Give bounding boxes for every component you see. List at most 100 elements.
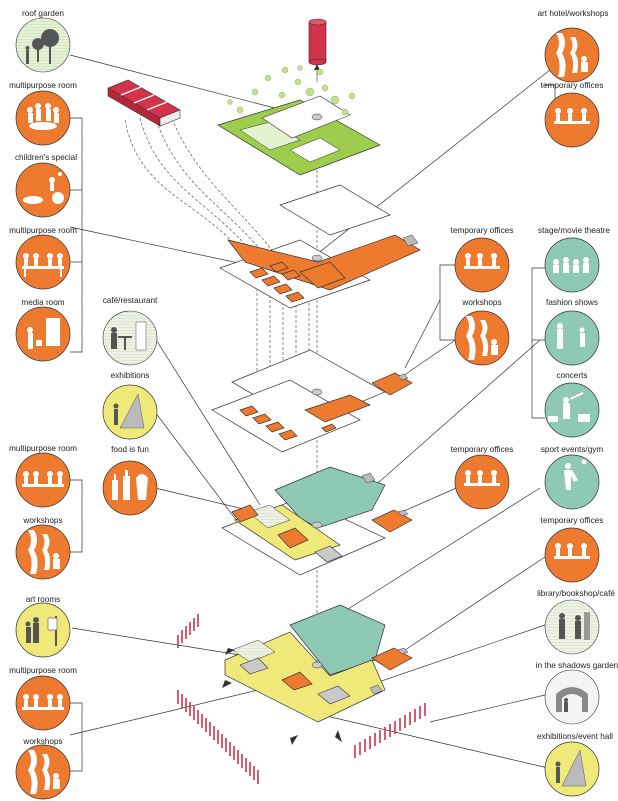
- library-bookshop-cafe-circle: [544, 599, 600, 655]
- exhibitions-event-hall-label: exhibitions/event hall: [537, 732, 613, 741]
- library-bookshop-cafe-item: library/bookshop/café: [537, 589, 615, 655]
- cafe-table-icon: [111, 321, 147, 351]
- mid-right-column: temporary offices workshops temporary of…: [451, 226, 514, 510]
- stage-movie-theatre-circle: [544, 237, 600, 293]
- media-room-label: media room: [21, 298, 64, 307]
- children-playing-icon: [23, 172, 64, 204]
- food-bottles-icon: [112, 470, 148, 500]
- temporary-offices-label: temporary offices: [451, 445, 514, 454]
- runway-model-icon: [557, 323, 585, 349]
- multipurpose-room-circle: [15, 452, 71, 508]
- cafe-restaurant-item: café/restaurant: [103, 296, 158, 366]
- childrens-special-circle: [15, 162, 71, 218]
- temporary-offices-label: temporary offices: [541, 516, 604, 525]
- multipurpose-room-item-3: multipurpose room: [9, 444, 77, 508]
- childrens-special-item: children's special: [15, 153, 77, 218]
- in-the-shadows-garden-label: in the shadows garden: [536, 661, 618, 670]
- temporary-offices-item-b: temporary offices: [451, 445, 514, 510]
- sport-events-gym-item: sport events/gym: [541, 445, 604, 510]
- container-modules: [107, 79, 181, 127]
- exhibition-wall-icon: [555, 749, 587, 787]
- fashion-shows-label: fashion shows: [546, 298, 598, 307]
- red-fences: [177, 614, 426, 784]
- workshops-circle: [15, 744, 71, 800]
- audience-icon: [553, 257, 589, 273]
- workshops-item-mid: workshops: [454, 298, 510, 366]
- multipurpose-room-circle: [15, 675, 71, 731]
- sport-events-gym-circle: [544, 454, 600, 510]
- multipurpose-room-label: multipurpose room: [9, 81, 77, 90]
- painter-icon: [25, 616, 58, 646]
- exploded-building-stack: [107, 18, 426, 784]
- concerts-label: concerts: [557, 371, 588, 380]
- art-rooms-label: art rooms: [26, 595, 61, 604]
- office-desk-icon: [554, 543, 590, 559]
- sport-events-gym-label: sport events/gym: [541, 445, 604, 454]
- media-room-circle: [15, 306, 71, 362]
- meeting-table-icon: [22, 471, 64, 487]
- office-desk-icon: [464, 470, 500, 486]
- temporary-offices-item-a: temporary offices: [451, 226, 514, 293]
- multipurpose-room-item-2: multipurpose room: [9, 226, 77, 290]
- multipurpose-room-label: multipurpose room: [9, 666, 77, 675]
- multipurpose-room-label: multipurpose room: [9, 444, 77, 453]
- ground-floor: [222, 604, 386, 745]
- right-column: art hotel/workshops temporary offices st…: [536, 9, 618, 797]
- stage-movie-theatre-item: stage/movie theatre: [538, 226, 610, 293]
- library-bookshop-cafe-label: library/bookshop/café: [537, 589, 615, 598]
- workshops-label: workshops: [461, 298, 501, 307]
- food-is-fun-item: food is fun: [102, 445, 158, 516]
- first-floor: [221, 466, 386, 576]
- workshops-item-1: workshops: [15, 516, 71, 580]
- temporary-offices-label: temporary offices: [451, 226, 514, 235]
- floating-pod-upper: [371, 372, 413, 396]
- workshop-figures-icon: [556, 33, 588, 77]
- art-hotel-workshops-label: art hotel/workshops: [538, 9, 609, 18]
- workshops-circle: [15, 524, 71, 580]
- center-column: café/restaurant exhibitions food is fun: [102, 296, 158, 516]
- tree-people-icon: [25, 29, 59, 64]
- multipurpose-room-label: multipurpose room: [9, 226, 77, 235]
- rooftop-chimney: [308, 18, 327, 82]
- exhibitions-event-hall-item: exhibitions/event hall: [537, 732, 613, 797]
- temporary-offices-label: temporary offices: [541, 81, 604, 90]
- leader-lines: [69, 54, 566, 769]
- cafe-restaurant-label: café/restaurant: [103, 296, 158, 305]
- archway-icon: [556, 687, 588, 712]
- multipurpose-room-circle: [15, 90, 71, 146]
- art-rooms-item: art rooms: [15, 595, 71, 658]
- floating-pod-ground: [371, 647, 413, 671]
- concerts-circle: [544, 382, 600, 438]
- multipurpose-room-circle: [15, 234, 71, 290]
- workshops-label: workshops: [22, 516, 62, 525]
- meeting-table-icon: [22, 253, 64, 277]
- food-is-fun-label: food is fun: [111, 445, 149, 454]
- multipurpose-room-item-4: multipurpose room: [9, 666, 77, 731]
- athlete-icon: [564, 459, 587, 490]
- workshop-figures-icon: [466, 316, 498, 360]
- fashion-shows-item: fashion shows: [544, 298, 600, 366]
- childrens-special-label: children's special: [15, 153, 77, 162]
- art-hotel-workshops-item: art hotel/workshops: [538, 9, 609, 83]
- workshops-label: workshops: [22, 737, 62, 746]
- round-table-meeting-icon: [27, 103, 59, 130]
- roof-garden-label: roof garden: [22, 9, 64, 18]
- stage-movie-theatre-label: stage/movie theatre: [538, 226, 610, 235]
- art-rooms-circle: [15, 602, 71, 658]
- fashion-shows-circle: [544, 310, 600, 366]
- roof-level: [217, 65, 381, 176]
- in-the-shadows-garden-circle: [544, 669, 600, 725]
- workshop-figures-icon: [28, 530, 60, 574]
- office-desk-icon: [464, 253, 500, 269]
- floating-pod-middle: [371, 509, 413, 533]
- exhibitions-label: exhibitions: [111, 371, 150, 380]
- upper-level: [219, 184, 421, 309]
- temporary-offices-item-d: temporary offices: [541, 516, 604, 583]
- concerts-item: concerts: [544, 371, 600, 438]
- multipurpose-room-item-1: multipurpose room: [9, 81, 77, 146]
- roof-garden-item: roof garden: [15, 9, 71, 73]
- in-the-shadows-garden-item: in the shadows garden: [536, 661, 618, 725]
- middle-level: [211, 349, 386, 453]
